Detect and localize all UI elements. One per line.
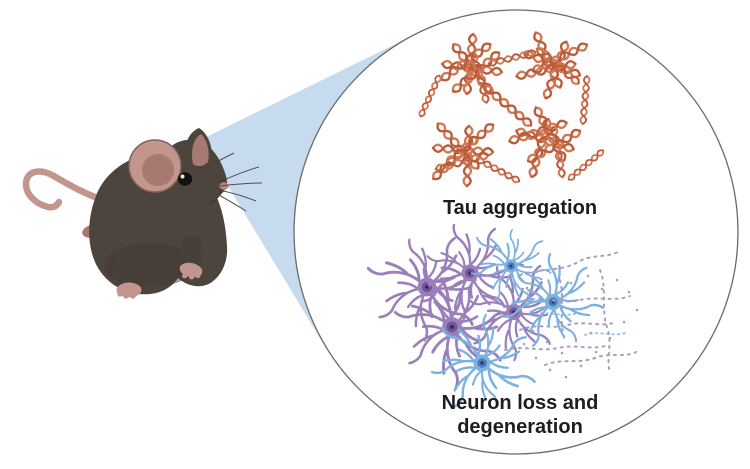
- mouse-mouth-line: [209, 190, 222, 204]
- mouse-rear-paw: [116, 282, 142, 299]
- purple-neuron: [397, 205, 536, 341]
- mouse-near-ear-inner: [191, 134, 209, 167]
- degeneration-debris: [504, 251, 639, 379]
- mouse-eye-highlight: [180, 174, 185, 179]
- mouse-eye: [177, 172, 193, 186]
- neuron-loss-label: Neuron loss and degeneration: [400, 392, 640, 439]
- mouse-front-leg: [182, 236, 203, 268]
- tau-aggregation-label: Tau aggregation: [442, 197, 598, 219]
- mouse-illustration: [22, 128, 263, 299]
- neuron-loss-line1: Neuron loss and: [441, 392, 599, 414]
- blue-neuron: [454, 208, 566, 319]
- purple-neuron: [376, 244, 528, 401]
- neurons-illustration: [353, 205, 639, 428]
- mouse-whiskers: [205, 152, 263, 212]
- mouse-front-paw: [179, 262, 203, 280]
- mouse-far-ear-inner: [142, 154, 174, 186]
- blue-neuron: [419, 302, 551, 428]
- mouse-tail: [22, 168, 108, 211]
- magnified-circle: [293, 9, 739, 455]
- neuron-loss-line2: degeneration: [457, 415, 583, 438]
